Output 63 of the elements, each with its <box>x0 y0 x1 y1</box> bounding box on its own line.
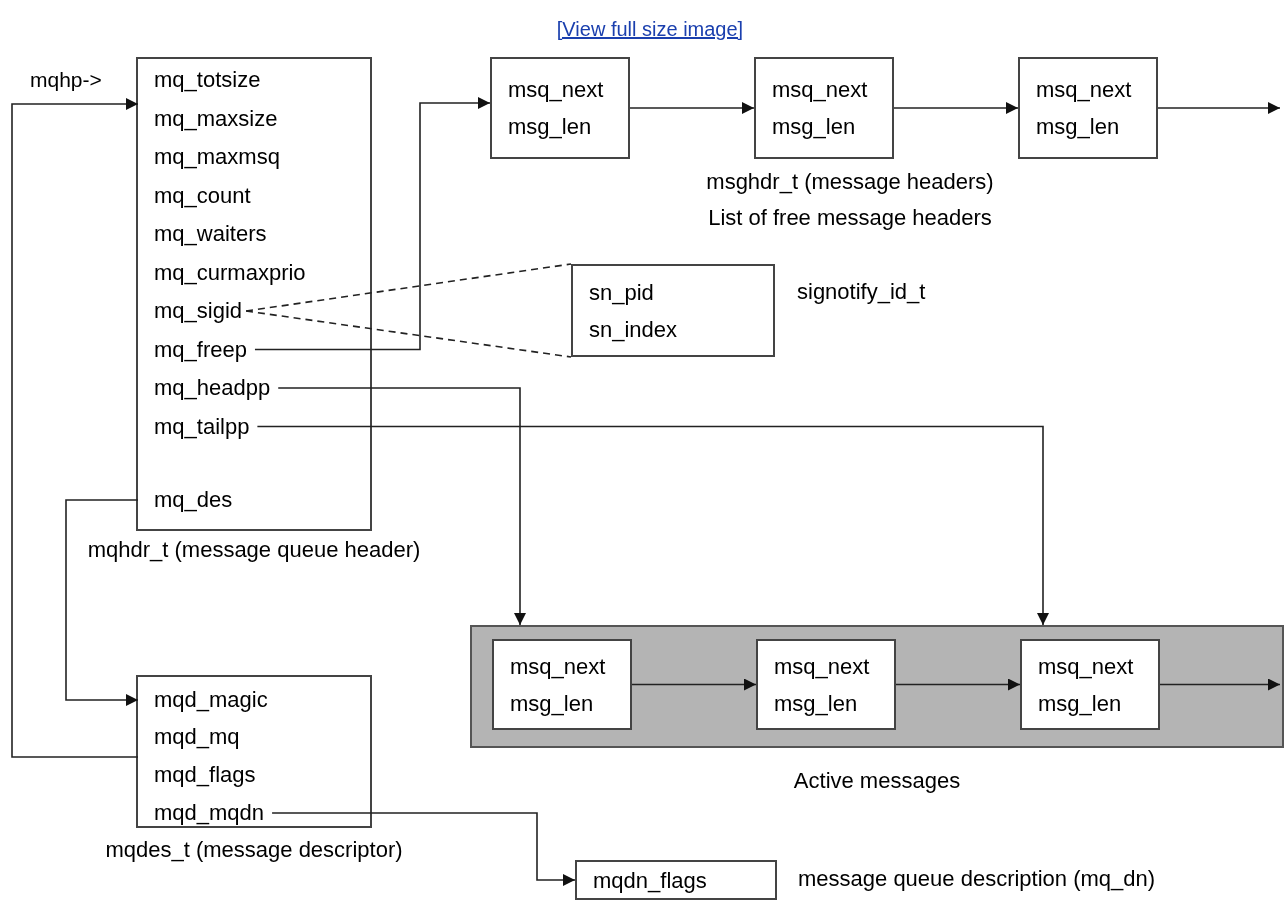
arrow <box>254 97 491 351</box>
struct-field: mq_freep <box>138 333 249 366</box>
struct-box <box>136 675 372 828</box>
field-label: msq_next <box>774 652 871 681</box>
text-label: List of free message headers <box>707 204 993 232</box>
field-label: msg_len <box>510 689 595 718</box>
arrow <box>271 812 576 886</box>
struct-box <box>492 639 632 730</box>
field-label: msq_next <box>508 76 605 104</box>
struct-field: mq_curmaxprio <box>138 256 308 289</box>
field-label: mqdn_flags <box>593 866 708 895</box>
field-label: msg_len <box>772 113 857 141</box>
dashed-connector <box>245 263 572 312</box>
struct-box <box>490 57 630 159</box>
arrow <box>629 102 755 114</box>
arrow <box>893 102 1019 114</box>
dashed-connector <box>245 310 572 358</box>
struct-field: mqd_flags <box>138 759 258 791</box>
field-label: msq_next <box>772 76 869 104</box>
struct-field: mq_maxmsq <box>138 141 282 173</box>
arrow <box>256 425 1049 626</box>
arrow <box>1157 102 1281 114</box>
struct-box <box>136 57 372 531</box>
field-label: msq_next <box>1038 652 1135 681</box>
struct-field: mqd_mqdn <box>138 797 267 829</box>
field-label: msg_len <box>1036 113 1121 141</box>
struct-field: mq_count <box>138 179 253 212</box>
struct-field: mqd_mq <box>138 721 242 753</box>
arrow <box>1159 678 1281 691</box>
field-label: sn_index <box>589 315 679 344</box>
arrow <box>11 98 139 758</box>
struct-box <box>571 264 775 357</box>
struct-box <box>754 57 894 159</box>
struct-caption: signotify_id_t <box>797 278 927 306</box>
struct-field: mq_maxsize <box>138 102 280 135</box>
field-label: msg_len <box>508 113 593 141</box>
struct-field: mq_totsize <box>138 64 263 96</box>
struct-field: mq_des <box>138 484 235 516</box>
field-label: Active messages <box>793 767 961 795</box>
struct-caption: mqhdr_t (message queue header) <box>86 536 422 564</box>
field-label: sn_pid <box>589 278 655 307</box>
struct-box <box>756 639 896 730</box>
struct-box <box>575 860 777 900</box>
struct-field: mq_sigid <box>138 295 245 327</box>
view-image-link: [View full size image] <box>555 17 745 42</box>
arrow <box>65 499 139 706</box>
struct-box <box>1020 639 1160 730</box>
struct-field: mqd_magic <box>138 684 270 716</box>
struct-caption: message queue description (mq_dn) <box>798 865 1157 893</box>
field-label: msq_next <box>510 652 607 681</box>
struct-box <box>1018 57 1158 159</box>
struct-field: mq_headpp <box>138 372 273 404</box>
field-label: msg_len <box>774 689 859 718</box>
struct-caption: mqdes_t (message descriptor) <box>104 836 404 864</box>
arrow <box>895 678 1021 691</box>
text-label: mqhp-> <box>30 67 103 93</box>
arrow <box>631 678 757 691</box>
text-label: msghdr_t (message headers) <box>705 168 995 196</box>
struct-field: mq_tailpp <box>138 410 252 443</box>
field-label: msg_len <box>1038 689 1123 718</box>
arrow <box>277 387 526 626</box>
field-label: msq_next <box>1036 76 1133 104</box>
struct-field: mq_waiters <box>138 218 269 250</box>
